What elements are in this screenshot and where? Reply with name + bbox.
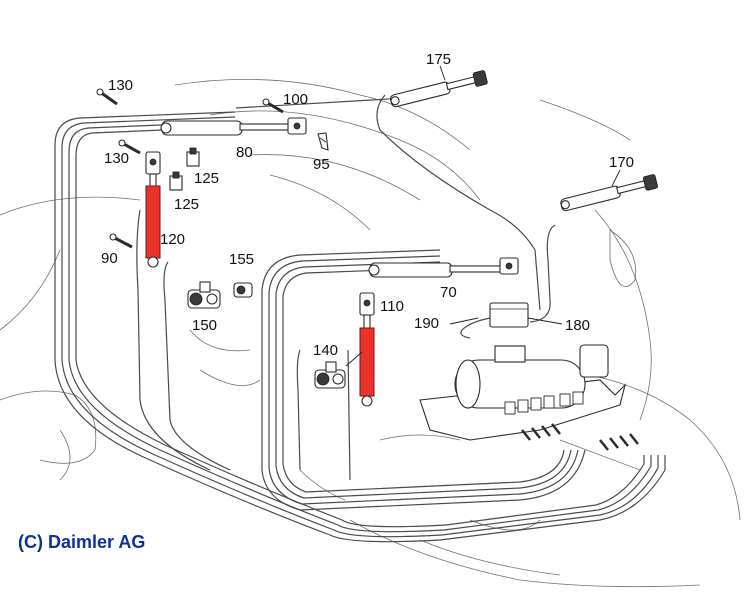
hydraulic-cylinder-120 <box>145 151 161 268</box>
label-130-upper: 130 <box>108 77 133 94</box>
bolt-130-upper <box>96 88 118 106</box>
clip-125-lower <box>169 171 183 191</box>
hydraulic-cylinder-175 <box>390 70 488 108</box>
label-100: 100 <box>283 91 308 108</box>
vehicle-body-outline <box>0 78 741 588</box>
valve-150 <box>187 281 221 309</box>
label-175: 175 <box>426 51 451 68</box>
label-125-lower: 125 <box>174 196 199 213</box>
hydraulic-cylinder-170 <box>560 174 658 212</box>
label-80: 80 <box>236 144 253 161</box>
bolt-90 <box>109 233 133 249</box>
hydraulic-cylinder-110 <box>359 292 375 407</box>
hydraulic-cylinder-70 <box>368 257 519 278</box>
label-110: 110 <box>380 298 404 315</box>
label-95: 95 <box>313 156 330 173</box>
cable-190 <box>460 317 491 339</box>
label-155: 155 <box>229 251 254 268</box>
copyright-notice: (C) Daimler AG <box>18 532 146 552</box>
hydraulic-pump-unit <box>419 344 639 451</box>
clip-95 <box>317 132 329 151</box>
bolt-100 <box>262 98 284 114</box>
valve-140 <box>314 361 346 389</box>
label-180: 180 <box>565 317 590 334</box>
hydraulic-lines <box>54 91 666 543</box>
label-170: 170 <box>609 154 634 171</box>
leader-lines <box>345 65 621 367</box>
relay-box-180 <box>489 302 529 328</box>
label-130-lower: 130 <box>104 150 129 167</box>
fitting-155 <box>233 282 253 298</box>
clip-125-upper <box>186 147 200 167</box>
label-190: 190 <box>414 315 439 332</box>
label-70: 70 <box>440 284 457 301</box>
label-150: 150 <box>192 317 217 334</box>
label-120: 120 <box>160 231 185 248</box>
hydraulic-cylinder-80 <box>160 117 307 136</box>
label-125-upper: 125 <box>194 170 219 187</box>
bolt-130-lower <box>118 139 141 155</box>
label-140: 140 <box>313 342 338 359</box>
label-90: 90 <box>101 250 118 267</box>
